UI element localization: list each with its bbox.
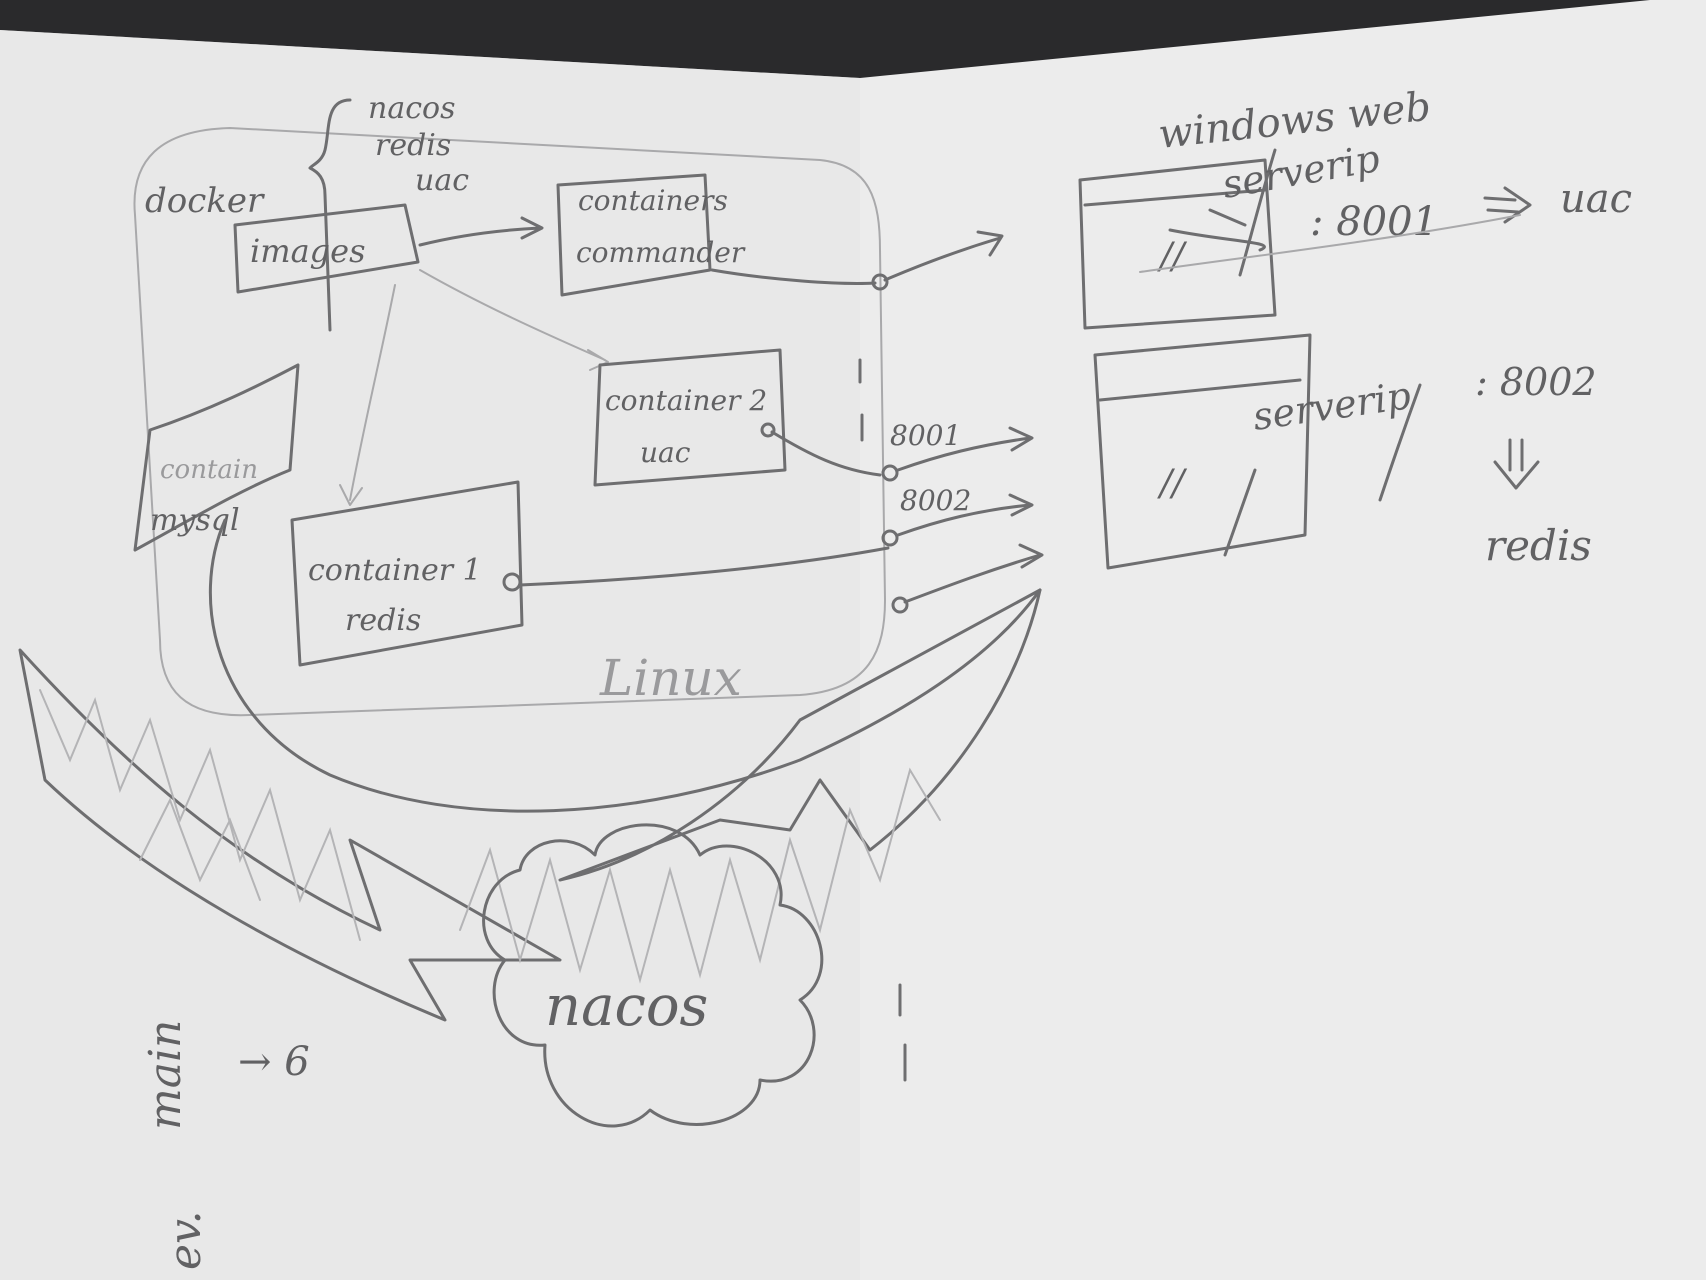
container-commander-box — [556, 173, 712, 297]
right-swoop-arrow — [558, 588, 1042, 882]
port-node-3 — [881, 529, 899, 547]
image-item-nacos: nacos — [368, 91, 455, 126]
uac-port-dot — [760, 422, 776, 438]
linux-label: Linux — [599, 649, 742, 707]
image-item-uac: uac — [415, 163, 469, 198]
window-1-underline — [1139, 214, 1521, 273]
container-redis-label-2: redis — [345, 603, 421, 638]
image-list-brace — [308, 98, 352, 332]
container-mysql-box — [133, 363, 300, 552]
margin-note-arrow: → 6 — [238, 1039, 310, 1085]
docker-label: docker — [145, 181, 265, 221]
redis-port-dot — [502, 572, 522, 592]
port-node-4 — [891, 596, 909, 614]
window-1-scheme: // — [1157, 236, 1188, 277]
window-1-port: : 8001 — [1310, 199, 1438, 245]
port-node-2 — [881, 464, 899, 482]
margin-note-ev: ev. — [160, 1210, 211, 1270]
container-mysql-label-1: contain — [160, 455, 258, 485]
browser-window-1-address-bar — [1083, 188, 1267, 207]
window-2-result-arrow — [1493, 438, 1540, 490]
images-to-uac-arrow — [419, 269, 609, 371]
commander-link — [710, 268, 877, 285]
images-to-redis-arrow — [339, 284, 396, 506]
port-out-arrow-4 — [903, 543, 1044, 604]
window-1-target: uac — [1560, 176, 1632, 222]
window-2-port: : 8002 — [1475, 360, 1597, 404]
container-redis-box — [290, 480, 524, 667]
uac-link — [770, 430, 882, 477]
images-box-label: images — [250, 232, 366, 270]
port-out-arrow-1 — [883, 230, 1004, 282]
images-to-commander-arrow — [418, 216, 544, 247]
port-label-8001: 8001 — [890, 419, 961, 452]
browser-window-2-address-bar — [1098, 378, 1302, 402]
browser-window-2-slash — [1223, 383, 1422, 557]
container-uac-box — [593, 348, 787, 487]
nacos-label: nacos — [545, 974, 708, 1039]
port-out-arrow-2 — [896, 426, 1034, 472]
image-item-redis: redis — [375, 128, 451, 163]
container-redis-label-1: container 1 — [308, 553, 482, 588]
container-commander-label-2: commander — [576, 236, 746, 269]
browser-window-1-slash — [1168, 148, 1277, 277]
divider-marks — [858, 358, 907, 1082]
hatching — [39, 689, 941, 984]
nacos-cloud — [482, 823, 824, 1128]
margin-note-main: main — [140, 1020, 191, 1130]
window-2-target: redis — [1485, 521, 1592, 570]
browser-window-1 — [1078, 158, 1277, 330]
port-node-1 — [871, 273, 889, 291]
port-out-arrow-3 — [896, 493, 1034, 537]
images-box — [233, 203, 420, 294]
browser-window-2 — [1093, 333, 1312, 570]
container-uac-label-1: container 2 — [605, 384, 767, 417]
container-commander-label-1: containers — [578, 184, 728, 217]
port-label-8002: 8002 — [900, 484, 971, 517]
paper-shade — [0, 30, 860, 1280]
container-uac-label-2: uac — [640, 436, 691, 469]
docker-group-outline — [133, 127, 886, 717]
redis-link — [518, 546, 890, 587]
window-2-scheme: // — [1157, 463, 1188, 504]
mysql-to-nacos-loop — [208, 518, 1042, 813]
